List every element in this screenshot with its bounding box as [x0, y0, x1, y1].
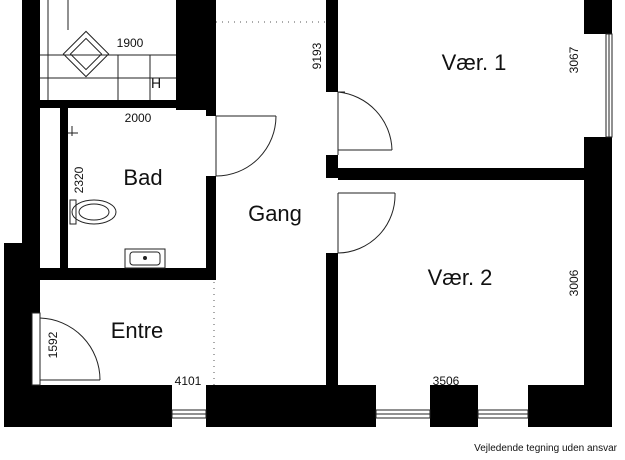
disclaimer-note: Vejledende tegning uden ansvar [474, 443, 617, 454]
room-label-entre: Entre [111, 318, 164, 343]
fixtures [40, 0, 176, 269]
window-vaer1 [605, 33, 613, 138]
window-entre [171, 409, 207, 419]
window-entre-side [31, 312, 41, 386]
dimension-3006: 3006 [567, 269, 581, 296]
door-entre [39, 317, 101, 381]
dimension-1592: 1592 [46, 331, 60, 358]
dimension-4101: 4101 [175, 374, 202, 388]
appliance-box [62, 30, 110, 78]
stairs [40, 0, 176, 100]
door-bad [215, 115, 277, 177]
room-label-bad: Bad [123, 165, 162, 190]
dimension-9193: 9193 [310, 42, 324, 69]
doors [39, 91, 396, 381]
window-vaer2-left [375, 409, 431, 419]
room-label-vaer1: Vær. 1 [442, 50, 507, 75]
windows [31, 33, 613, 419]
dimension-1900: 1900 [117, 36, 144, 50]
room-label-gang: Gang [248, 201, 302, 226]
dimension-3506: 3506 [433, 374, 460, 388]
dimension-2320: 2320 [72, 166, 86, 193]
walls [4, 0, 612, 427]
shower-icon [68, 126, 78, 136]
window-vaer2-right [477, 409, 529, 419]
room-label-h: H [151, 75, 161, 91]
toilet-icon [69, 199, 117, 225]
door-vaer1 [337, 91, 393, 155]
dimension-2000: 2000 [125, 111, 152, 125]
dotted-guides [213, 21, 326, 385]
room-label-vaer2: Vær. 2 [428, 265, 493, 290]
sink-icon [124, 248, 166, 269]
door-vaer2 [337, 192, 396, 254]
dimension-3067: 3067 [567, 46, 581, 73]
